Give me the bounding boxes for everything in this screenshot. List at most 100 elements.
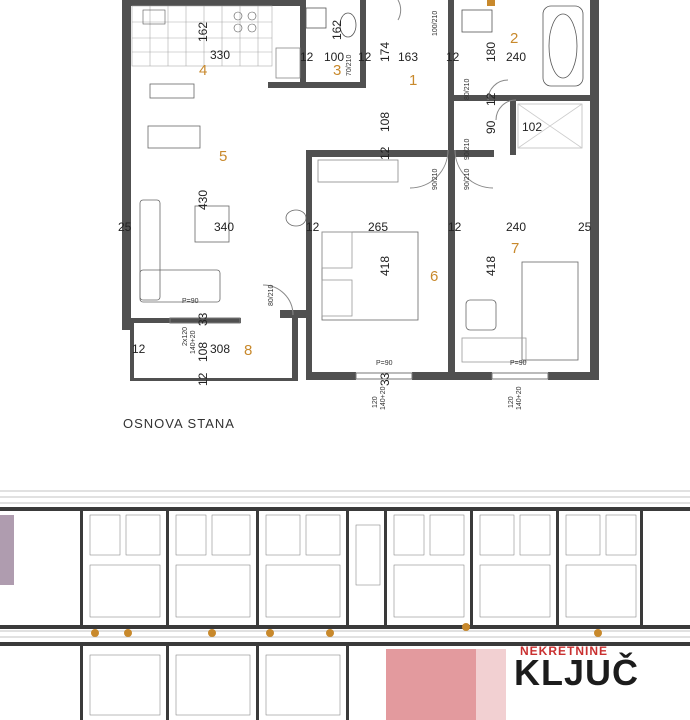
dim: 90 <box>484 120 498 134</box>
window-label: 2x120 <box>182 326 189 346</box>
dim: 163 <box>398 50 419 64</box>
building-site-plan <box>0 490 690 720</box>
window-label: P=90 <box>376 360 393 367</box>
toilet-icon <box>339 12 357 38</box>
dining-chairs <box>149 83 195 99</box>
door-bedroom7 <box>454 149 494 189</box>
room-number-3: 3 <box>333 62 342 79</box>
wall-bath-bottom <box>268 82 366 88</box>
dim: 100 <box>324 50 345 64</box>
wall-bedroom-top <box>306 150 468 157</box>
site-markers <box>91 623 602 637</box>
room-number-1: 1 <box>409 72 418 89</box>
wall-kitchen-bath <box>300 0 306 88</box>
dim: 340 <box>214 220 235 234</box>
dim: 12 <box>484 92 498 106</box>
door-label: 90/210 <box>464 138 471 160</box>
dim: 162 <box>330 19 344 40</box>
wall-bottom-6a <box>306 372 356 380</box>
logo-title: KLJUČ <box>514 652 640 693</box>
door-markers <box>487 0 495 6</box>
door-bedroom6 <box>409 149 449 189</box>
dim: 430 <box>196 189 210 210</box>
bed7-icon <box>521 261 579 361</box>
bed6-icon <box>321 231 419 321</box>
room-number-7: 7 <box>511 240 520 257</box>
chair7 <box>465 299 497 331</box>
stove-icon <box>233 11 243 21</box>
door-closet <box>495 99 517 121</box>
door-bath2 <box>487 79 509 101</box>
dim: 308 <box>210 342 231 356</box>
window-bedroom7 <box>491 372 549 380</box>
dim: 12 <box>378 146 392 160</box>
coffee-table <box>194 205 230 243</box>
wall-bedroom7-top <box>454 150 494 157</box>
washbasin-icon <box>305 7 327 29</box>
wall-hall-bath2 <box>448 0 454 160</box>
window-label: 140+20 <box>190 330 197 354</box>
doors <box>262 0 517 316</box>
dim: 265 <box>368 220 389 234</box>
wall-closet <box>510 100 516 155</box>
dim: 108 <box>196 341 210 362</box>
wall-bath-hall <box>360 0 366 88</box>
dim: 108 <box>378 111 392 132</box>
wall-bath2-bottom <box>448 95 590 101</box>
dim: 12 <box>358 50 372 64</box>
brand-logo: NEKRETNINE KLJUČ <box>506 640 666 696</box>
dim: 240 <box>506 50 527 64</box>
window-living <box>169 317 241 324</box>
dim: 12 <box>448 220 462 234</box>
bathroom-fixtures <box>275 5 584 149</box>
dining-table <box>147 125 201 149</box>
windows <box>169 317 549 380</box>
sink-icon <box>142 9 166 25</box>
window-label: 120 <box>372 396 379 408</box>
dim: 12 <box>300 50 314 64</box>
dim: 240 <box>506 220 527 234</box>
dim: 25 <box>118 220 132 234</box>
window-label: P=90 <box>510 360 527 367</box>
door-label: 80/210 <box>268 284 275 306</box>
dim: 162 <box>196 21 210 42</box>
wardrobe6 <box>317 159 399 183</box>
plan-title: OSNOVA STANA <box>123 416 235 431</box>
dim: 418 <box>484 255 498 276</box>
wall-bottom-6b <box>412 372 492 380</box>
wall-bottom-7 <box>548 372 598 380</box>
walls <box>122 0 599 381</box>
wall-top-kitchen <box>131 0 301 6</box>
window-label: 120 <box>508 396 515 408</box>
closet-area <box>517 103 583 149</box>
door-label: 90/210 <box>432 168 439 190</box>
door-label: 90/210 <box>464 168 471 190</box>
window-label: P=90 <box>182 298 199 305</box>
room-number-6: 6 <box>430 268 439 285</box>
room-number-8: 8 <box>244 342 253 359</box>
wall-left <box>122 0 131 330</box>
dim: 33 <box>378 372 392 386</box>
sofa-icon <box>139 199 161 301</box>
dim: 418 <box>378 255 392 276</box>
dim: 180 <box>484 41 498 62</box>
dim: 330 <box>210 48 231 62</box>
room-number-2: 2 <box>510 30 519 47</box>
apartment-floor-plan <box>122 0 599 381</box>
dim: 12 <box>446 50 460 64</box>
dim: 12 <box>132 342 146 356</box>
window-label: 140+20 <box>516 386 523 410</box>
lamp-icon <box>285 209 307 227</box>
washbasin2-icon <box>461 9 493 33</box>
dim: 102 <box>522 120 543 134</box>
door-entrance <box>397 0 402 21</box>
dim: 12 <box>306 220 320 234</box>
door-label: 80/210 <box>464 78 471 100</box>
room-number-4: 4 <box>199 62 208 79</box>
dim: 12 <box>196 372 210 386</box>
terrace-rail-left <box>130 323 134 381</box>
window-bedroom6 <box>355 372 413 380</box>
highlighted-apartment <box>386 649 476 720</box>
kitchen-counter <box>131 5 273 67</box>
